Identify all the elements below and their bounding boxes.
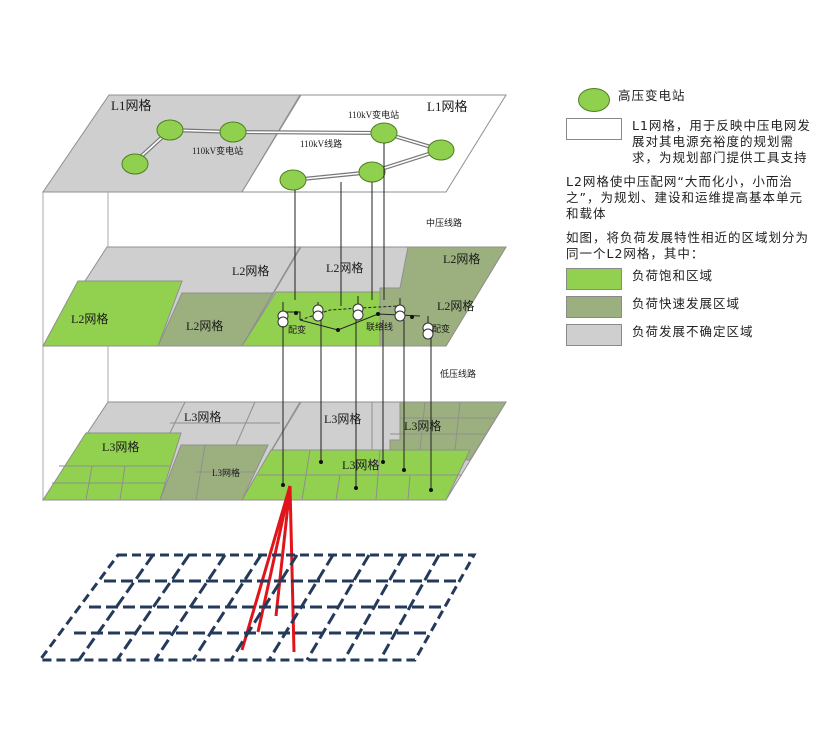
legend-l2-desc: L2网格使中压配网“大而化小，小而治之”，为规划、建设和运维提高基本单元和载体 [566,174,803,221]
l1-right-label: L1网格 [427,99,467,114]
l2-grid-left-saturated [42,280,183,347]
legend-saturated: 负荷饱和区域 [566,268,814,290]
l3-label: L3网格 [102,439,139,454]
transformer-icon [277,310,289,328]
substations [121,119,455,191]
feeder-nodes [294,311,414,332]
connection-endpoints [281,460,433,492]
l2-label: L2网格 [437,298,474,313]
legend-saturated-text: 负荷饱和区域 [632,268,714,283]
l3-label: L3网格 [184,409,221,424]
substation-icon [578,88,610,112]
transformer-icon [394,304,406,322]
substation-label-right: 110kV变电站 [348,109,399,120]
l3-label: L3网格 [324,411,361,426]
l3-layer: L3网格 L3网格 L3网格 L3网格 L3网格 L3网格 [42,401,507,501]
l2-label: L2网格 [71,311,108,326]
l2-label: L2网格 [443,251,480,266]
l3-label: L3网格 [342,457,379,472]
lv-grid-lines [74,554,459,661]
legend-l2-split: 如图，将负荷发展特性相近的区域划分为同一个L2网格，其中： [566,230,810,261]
transformer-icon [422,322,434,340]
legend-substation: 高压变电站 [566,88,814,112]
hv-line-label: 110kV线路 [300,138,342,149]
lv-line-label: 低压线路 [440,368,476,379]
l3-grid-right-cells [258,401,495,501]
l1-layer: L1网格 L1网格 110kV变电站 110kV变电站 110kV线路 [42,94,507,193]
l3-label: L3网格 [404,418,441,433]
substation-node [279,169,307,191]
lv-grid-border [37,553,477,662]
legend: 高压变电站 L1网格，用于反映中压电网发展对其电源充裕度的规划需求，为规划部门提… [566,88,814,352]
substation-node [427,139,455,161]
substation-label-left: 110kV变电站 [192,145,243,156]
l2-label: L2网格 [232,263,269,278]
distrib-label-left: 配变 [288,324,306,335]
mv-line-label: 中压线路 [426,217,462,228]
transformer-icon [312,304,324,322]
tie-line-label: 联络线 [366,321,393,332]
legend-fast-text: 负荷快速发展区域 [632,296,741,311]
l3-grid-left-cells [52,401,280,501]
l1-grid-right [241,94,507,193]
l1-swatch [566,118,622,140]
legend-substation-text: 高压变电站 [618,88,686,103]
substation-node [156,119,184,141]
l3-label: L3网格 [212,467,240,478]
lv-red-lines [240,485,296,653]
saturated-swatch [566,268,622,290]
legend-l1-text: L1网格，用于反映中压电网发展对其电源充裕度的规划需求，为规划部门提供工具支持 [632,118,811,165]
vertical-connection-lines [282,143,432,490]
substation-node [121,153,149,175]
transformer-icon [352,303,364,321]
distribution-transformers [277,303,434,340]
lv-grid [37,553,477,662]
l2-label: L2网格 [326,260,363,275]
l2-layer: L2网格 L2网格 L2网格 L2网格 L2网格 L2网格 配变 配变 联络线 [42,246,507,347]
substation-node [219,121,247,143]
legend-uncertain: 负荷发展不确定区域 [566,324,814,346]
l1-left-label: L1网格 [111,98,151,113]
uncertain-swatch [566,324,622,346]
fast-swatch [566,296,622,318]
legend-uncertain-text: 负荷发展不确定区域 [632,324,754,339]
distrib-label-right: 配变 [432,323,450,334]
substation-node [358,161,386,183]
legend-l1: L1网格，用于反映中压电网发展对其电源充裕度的规划需求，为规划部门提供工具支持 [566,118,814,166]
legend-fast: 负荷快速发展区域 [566,296,814,318]
l2-label: L2网格 [186,318,223,333]
l2-grid-right-saturated [241,291,381,347]
substation-node [370,122,398,144]
